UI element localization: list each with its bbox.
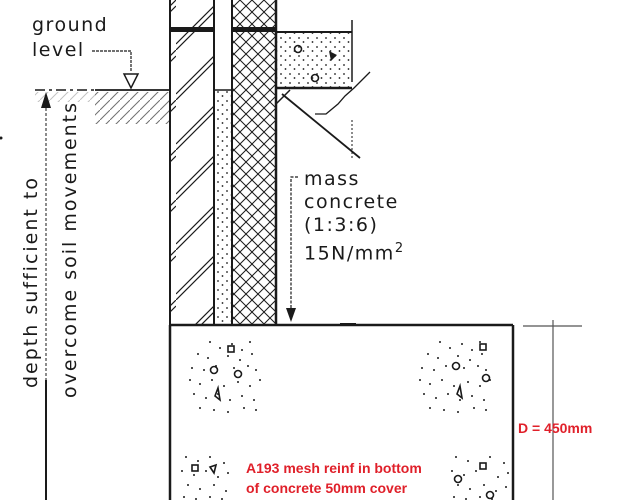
aggregate-cluster <box>181 456 229 500</box>
ground-level-label-line2: level <box>32 39 85 61</box>
ground-level-label: ground <box>32 14 109 36</box>
foundation-depth-dimension <box>523 320 582 500</box>
overcome-soil-movements-label: overcome soil movements <box>59 100 81 398</box>
ground-level-marker-icon <box>92 50 140 90</box>
depth-dimension-arrow <box>41 92 51 500</box>
aggregate-cluster <box>189 341 261 413</box>
inner-block-leaf <box>231 0 278 325</box>
mass-concrete-leader <box>286 176 298 322</box>
break-line <box>275 71 371 159</box>
edge-fragment <box>0 136 3 140</box>
mass-concrete-foundation <box>168 323 515 500</box>
aggregate-cluster <box>419 341 491 413</box>
damp-proof-course <box>170 27 352 33</box>
mass-concrete-label: mass concrete (1:3:6) 15N/mm2 <box>304 168 405 265</box>
soil-hatching <box>35 92 170 124</box>
aggregate-cluster <box>451 456 509 500</box>
outer-brick-leaf <box>169 0 215 325</box>
reinforcement-label: A193 mesh reinf in bottom of concrete 50… <box>246 460 422 496</box>
floor-slab <box>277 20 353 90</box>
foundation-depth-label: D = 450mm <box>518 420 593 436</box>
cavity-fill <box>214 89 232 325</box>
depth-sufficient-label: depth sufficient to <box>20 176 42 388</box>
